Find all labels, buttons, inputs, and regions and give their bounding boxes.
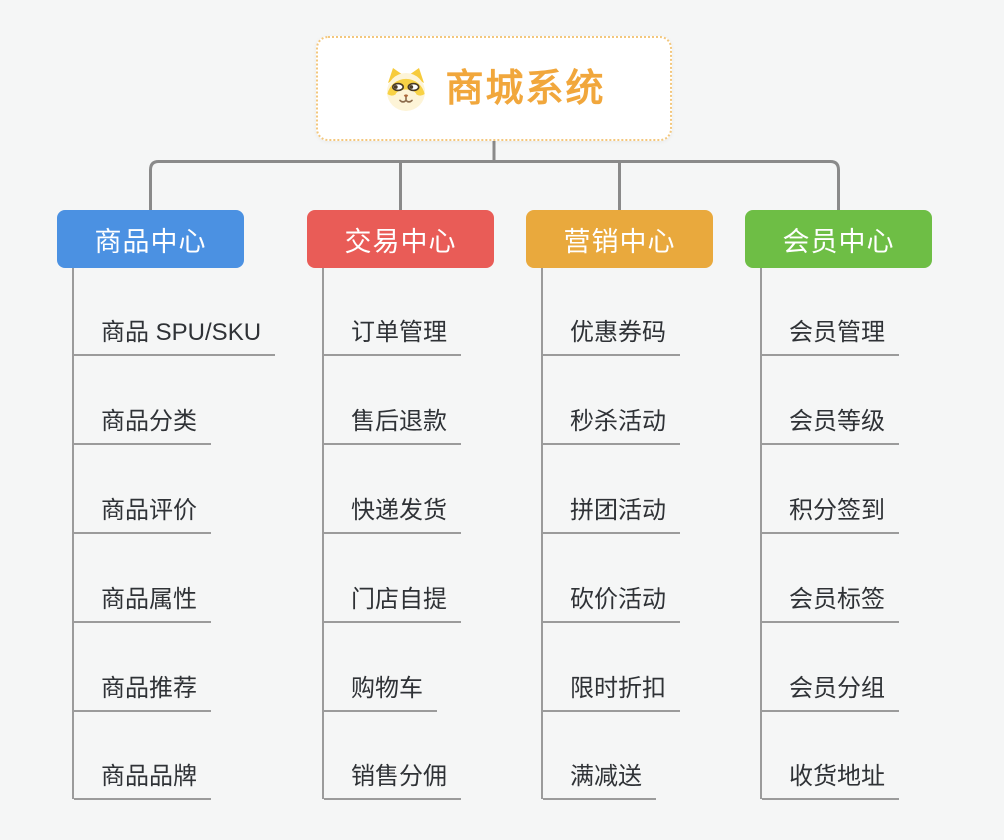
branch-connector-line: 订单管理 售后退款 快递发货 门店自提 购物车 销售分佣 [322, 268, 564, 800]
root-title: 商城系统 [445, 67, 606, 110]
leaf-node[interactable]: 销售分佣 [324, 762, 461, 800]
branch-connector-line: 商品 SPU/SKU 商品分类 商品评价 商品属性 商品推荐 商品品牌 [72, 268, 314, 800]
leaf-node[interactable]: 商品分类 [74, 407, 211, 445]
leaf-node[interactable]: 收货地址 [762, 762, 899, 800]
leaf-node[interactable]: 满减送 [543, 762, 656, 800]
leaf-node[interactable]: 限时折扣 [543, 674, 680, 712]
leaf-node[interactable]: 订单管理 [324, 318, 461, 356]
leaf-node[interactable]: 商品推荐 [74, 674, 211, 712]
leaf-node[interactable]: 砍价活动 [543, 585, 680, 623]
leaf-node[interactable]: 商品 SPU/SKU [74, 318, 276, 356]
root-node[interactable]: 商城系统 [316, 36, 672, 141]
branch-node-product-center[interactable]: 商品中心 [57, 210, 244, 268]
leaf-node[interactable]: 会员分组 [762, 674, 899, 712]
leaf-node[interactable]: 门店自提 [324, 585, 461, 623]
leaf-node[interactable]: 购物车 [324, 674, 437, 712]
shiba-dog-icon [382, 66, 430, 112]
leaf-node[interactable]: 积分签到 [762, 496, 899, 534]
leaf-node[interactable]: 拼团活动 [543, 496, 680, 534]
leaf-node[interactable]: 会员等级 [762, 407, 899, 445]
leaf-node[interactable]: 会员管理 [762, 318, 899, 356]
leaf-node[interactable]: 商品属性 [74, 585, 211, 623]
leaf-node[interactable]: 会员标签 [762, 585, 899, 623]
branch-connector-line: 优惠券码 秒杀活动 拼团活动 砍价活动 限时折扣 满减送 [541, 268, 783, 800]
leaf-node[interactable]: 秒杀活动 [543, 407, 680, 445]
leaf-node[interactable]: 售后退款 [324, 407, 461, 445]
branch-node-member-center[interactable]: 会员中心 [745, 210, 932, 268]
branch-node-marketing-center[interactable]: 营销中心 [526, 210, 713, 268]
branch-connector-line: 会员管理 会员等级 积分签到 会员标签 会员分组 收货地址 [760, 268, 1002, 800]
leaf-node[interactable]: 优惠券码 [543, 318, 680, 356]
leaf-node[interactable]: 快递发货 [324, 496, 461, 534]
branch-node-trade-center[interactable]: 交易中心 [307, 210, 494, 268]
leaf-node[interactable]: 商品评价 [74, 496, 211, 534]
leaf-node[interactable]: 商品品牌 [74, 762, 211, 800]
